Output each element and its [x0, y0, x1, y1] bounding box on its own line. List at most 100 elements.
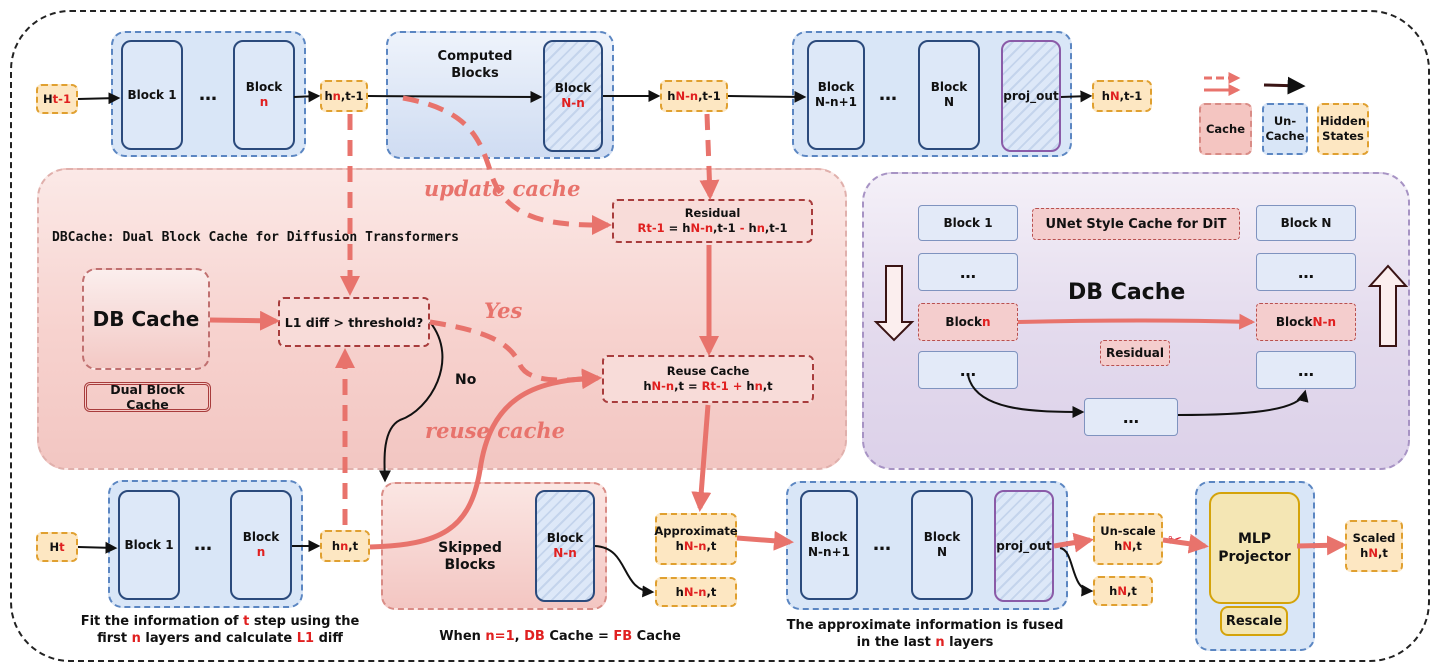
- label: Block: [245, 80, 283, 94]
- t1: The approximate information is fused: [786, 618, 1064, 633]
- skipped-blocks-label: Skipped Blocks: [438, 540, 502, 573]
- Nn: N-n: [683, 584, 707, 599]
- t: ,t: [706, 539, 717, 553]
- label: Block 1: [124, 537, 174, 552]
- top-block-N-n-1: Block N-n+1: [807, 40, 865, 150]
- t: ,t =: [674, 379, 702, 393]
- n: n: [754, 379, 763, 393]
- plus: +: [728, 379, 747, 393]
- db-cache-box: DB Cache: [82, 268, 210, 370]
- h: h: [1114, 539, 1123, 553]
- approximate-state: Approximate hN-n,t: [654, 513, 738, 565]
- t3: first: [97, 631, 132, 646]
- label: Block: [242, 530, 280, 544]
- label: proj_out: [996, 538, 1052, 553]
- Nn: N-n: [690, 221, 714, 235]
- n: n: [340, 538, 349, 553]
- eq: = h: [664, 221, 691, 235]
- reuse-title: Reuse Cache: [666, 364, 750, 378]
- n-red: n: [935, 635, 945, 650]
- label-red: t-1: [52, 91, 71, 106]
- t: ,t-1: [698, 88, 721, 103]
- label-red: N-n: [1312, 315, 1337, 329]
- end: ,t-1: [764, 221, 788, 235]
- computed-blocks-label: Computed Blocks: [437, 49, 513, 81]
- R: Rt-1: [701, 379, 729, 393]
- reuse-cache-box: Reuse Cache hN-n,t = Rt-1 + hn,t: [602, 355, 814, 403]
- unet-dots-right-1: …: [1256, 253, 1356, 291]
- label: Block: [1275, 315, 1313, 329]
- label: Rescale: [1225, 613, 1283, 629]
- h: h: [675, 584, 684, 599]
- t2: ,: [514, 629, 525, 644]
- label: DB Cache: [92, 307, 200, 331]
- dual-block-cache-label: Dual Block Cache: [84, 382, 211, 412]
- label-red: n: [259, 95, 269, 109]
- N: N: [1117, 583, 1127, 598]
- h: h: [675, 539, 684, 553]
- label: Cache: [1205, 121, 1245, 136]
- unet-block-1: Block 1: [918, 205, 1018, 241]
- top-proj-out: proj_out: [1001, 40, 1061, 152]
- label: Dual Block Cache: [110, 382, 185, 412]
- label: H: [43, 91, 53, 106]
- N: N: [1122, 539, 1132, 553]
- legend-hidden-states: Hidden States: [1317, 103, 1369, 155]
- bottom-proj-out: proj_out: [994, 490, 1054, 602]
- t3: layers: [944, 635, 994, 650]
- scissors-icon: ✂: [1168, 531, 1183, 551]
- label-red: n: [982, 315, 991, 329]
- h: h: [643, 379, 652, 393]
- label: …: [1298, 262, 1314, 282]
- l1-red: L1: [296, 631, 315, 646]
- t1: Fit the information of: [80, 614, 244, 629]
- t3: Cache =: [544, 629, 614, 644]
- top-block-N: Block N: [918, 40, 980, 150]
- n-red: n: [131, 631, 141, 646]
- t: ,t: [1131, 539, 1142, 553]
- t2: ,t: [762, 379, 773, 393]
- Nn: N-n: [675, 88, 699, 103]
- label-red: t: [59, 539, 65, 554]
- h: h: [667, 88, 676, 103]
- label: UNet Style Cache for DiT: [1045, 216, 1227, 232]
- unet-title: UNet Style Cache for DiT: [1032, 208, 1240, 240]
- t: ,t: [1126, 583, 1137, 598]
- label: …: [960, 360, 976, 380]
- fb-red: FB: [613, 629, 633, 644]
- t: ,t: [706, 584, 717, 599]
- N: N: [1368, 546, 1378, 560]
- label: proj_out: [1003, 88, 1059, 103]
- unet-block-n: Block n: [918, 303, 1018, 341]
- label: Block 1: [127, 87, 177, 102]
- caption-left: Fit the information of t step using the …: [70, 613, 370, 647]
- label: Block 1: [943, 216, 993, 230]
- h2: h: [746, 379, 755, 393]
- label: …: [960, 262, 976, 282]
- t2: in the last: [856, 635, 936, 650]
- caption-mid: When n=1, DB Cache = FB Cache: [420, 628, 700, 645]
- legend-uncache: Un- Cache: [1262, 103, 1308, 155]
- t: ,t-1: [340, 88, 364, 103]
- label: Un-scale: [1100, 524, 1156, 538]
- top-dots-2: …: [879, 84, 897, 105]
- minus: -: [739, 221, 745, 235]
- bottom-dots-1: …: [194, 534, 212, 555]
- n: n: [756, 221, 765, 235]
- t-red: t: [243, 614, 250, 629]
- h: h: [331, 538, 341, 553]
- h: h: [1109, 583, 1118, 598]
- bottom-block-1: Block 1: [118, 490, 180, 600]
- label-red: N-n: [553, 546, 577, 560]
- tail: h: [744, 221, 757, 235]
- N: N: [1109, 88, 1120, 103]
- hidden-state-h-t: H t: [36, 532, 78, 562]
- hidden-state-h-t-1: H t-1: [36, 84, 78, 114]
- unet-block-N: Block N: [1256, 205, 1356, 241]
